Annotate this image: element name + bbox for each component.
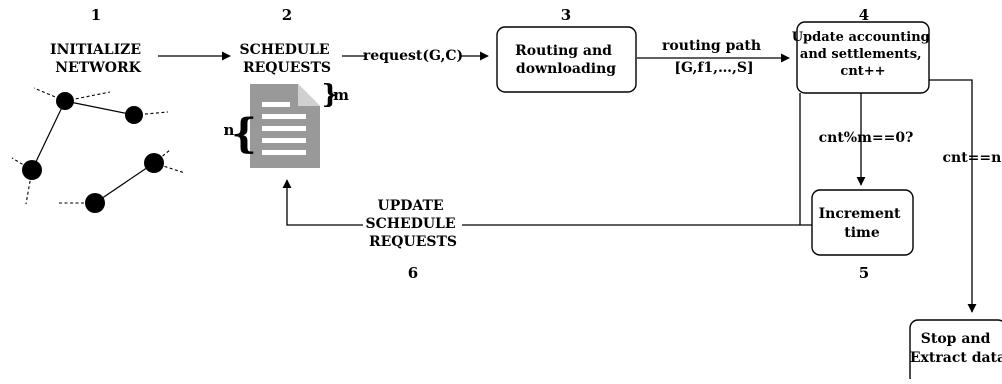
schedule-line-1: SCHEDULE: [240, 42, 330, 58]
routing-path-edge-label: routing path [G,f1,…,S]: [662, 38, 766, 76]
brace-n-label: n: [224, 121, 235, 139]
update-accounting-label: Update accounting and settlements, cnt++: [792, 30, 935, 79]
network-node: [22, 160, 42, 180]
initialize-line-2: NETWORK: [55, 60, 141, 76]
arrow-update-schedule-to-document: [282, 179, 363, 226]
cnt-eq-n-label: cnt==n?: [942, 150, 1002, 166]
update-schedule-line-2: SCHEDULE: [366, 216, 456, 232]
step-6-number: 6: [408, 264, 418, 282]
update-accounting-box: [796, 21, 930, 94]
arrow-update-to-stop: [929, 79, 977, 313]
network-edges: [31, 100, 155, 204]
right-brace-symbol: }: [322, 80, 339, 110]
increment-line-2: time: [844, 225, 880, 241]
stop-line-2: Extract data: [910, 350, 1002, 366]
routing-path-line-1: routing path: [662, 38, 761, 54]
routing-line-1: Routing and: [515, 43, 612, 59]
schedule-line-2: REQUESTS: [243, 60, 331, 76]
step-1-number: 1: [91, 6, 101, 24]
document-icon: [250, 84, 320, 168]
network-node: [144, 153, 164, 173]
step-3-number: 3: [561, 6, 571, 24]
update-line-1: Update accounting: [792, 30, 930, 45]
increment-time-label: Increment time: [819, 206, 906, 241]
increment-line-1: Increment: [819, 206, 901, 222]
initialize-network-label: INITIALIZE NETWORK: [50, 42, 146, 76]
stop-extract-label: Stop and Extract data: [910, 331, 1002, 366]
cnt-mod-m-label: cnt%m==0?: [819, 130, 914, 146]
stop-extract-box: [909, 319, 1002, 384]
stop-line-1: Stop and: [921, 331, 991, 347]
routing-line-2: downloading: [516, 61, 616, 77]
step-4-number: 4: [859, 6, 869, 24]
brace-m-label: m: [333, 86, 349, 104]
routing-downloading-label: Routing and downloading: [515, 43, 617, 77]
update-schedule-line-1: UPDATE: [378, 198, 444, 214]
routing-downloading-box: [496, 26, 637, 93]
network-graph: [11, 87, 186, 213]
update-line-3: cnt++: [840, 64, 885, 79]
update-line-2: and settlements,: [800, 47, 922, 62]
routing-path-line-2: [G,f1,…,S]: [674, 60, 753, 76]
step-2-number: 2: [282, 6, 292, 24]
left-brace-symbol: {: [231, 110, 257, 157]
update-schedule-requests-label: UPDATE SCHEDULE REQUESTS: [366, 198, 461, 250]
request-edge-label: request(G,C): [363, 48, 463, 64]
network-node: [85, 193, 105, 213]
step-5-number: 5: [859, 264, 869, 282]
schedule-requests-label: SCHEDULE REQUESTS: [240, 42, 335, 76]
network-node: [56, 92, 74, 110]
update-schedule-line-3: REQUESTS: [369, 234, 457, 250]
increment-time-box: [811, 189, 914, 256]
initialize-line-1: INITIALIZE: [50, 42, 141, 58]
network-node: [125, 106, 143, 124]
network-dashed-edges: [11, 87, 186, 205]
